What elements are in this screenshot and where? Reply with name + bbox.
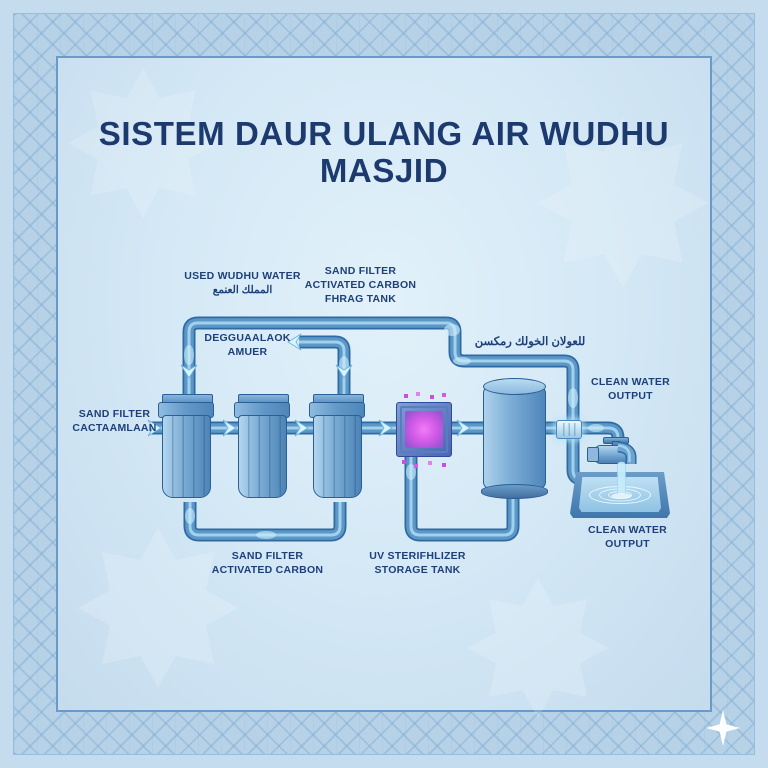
label-pretreatment-tank: SAND FILTER ACTIVATED CARBON FHRAG TANK (304, 265, 417, 305)
label-degguaalaok: DEGGUAALAOK AMUER (204, 332, 291, 358)
label-clean-water-bottom: CLEAN WATER OUTPUT (588, 524, 667, 550)
label-inlet-sand-filter: SAND FILTER CACTAAMLAAN (72, 408, 157, 434)
valve (556, 420, 582, 439)
water-stream (611, 461, 632, 499)
tank-top (483, 378, 546, 395)
faucet-spout (617, 441, 637, 464)
label-filters-bottom: SAND FILTER ACTIVATED CARBON (211, 550, 324, 576)
label-uv-storage: UV STERIFHLIZER STORAGE TANK (369, 550, 466, 576)
flow-arrows (147, 333, 471, 437)
label-clean-water-top: CLEAN WATER OUTPUT (591, 376, 670, 402)
filter-cartridge-2 (234, 394, 291, 506)
watermark-star (78, 528, 238, 688)
uv-sterilizer-box (396, 402, 452, 457)
uv-glow-core (405, 411, 443, 448)
label-tank-arabic: للعولان الخولك رمكسن (474, 336, 586, 348)
filter-body (238, 415, 287, 498)
watermark-star (468, 578, 608, 718)
watermark-star (68, 68, 218, 218)
filter-body (313, 415, 362, 498)
uv-frame (400, 406, 448, 453)
tank-base (481, 484, 548, 499)
storage-tank (481, 378, 549, 502)
watermark-star (538, 118, 708, 288)
page-title: SISTEM DAUR ULANG AIR WUDHU MASJID (98, 115, 670, 189)
filter-body (162, 415, 211, 498)
filter-cartridge-3 (309, 394, 366, 506)
label-used-wudhu-water: USED WUDHU WATER المملك العنمع (184, 270, 301, 296)
filter-cartridge-1 (158, 394, 215, 506)
faucet-cap (587, 447, 599, 462)
content-panel (56, 56, 712, 718)
